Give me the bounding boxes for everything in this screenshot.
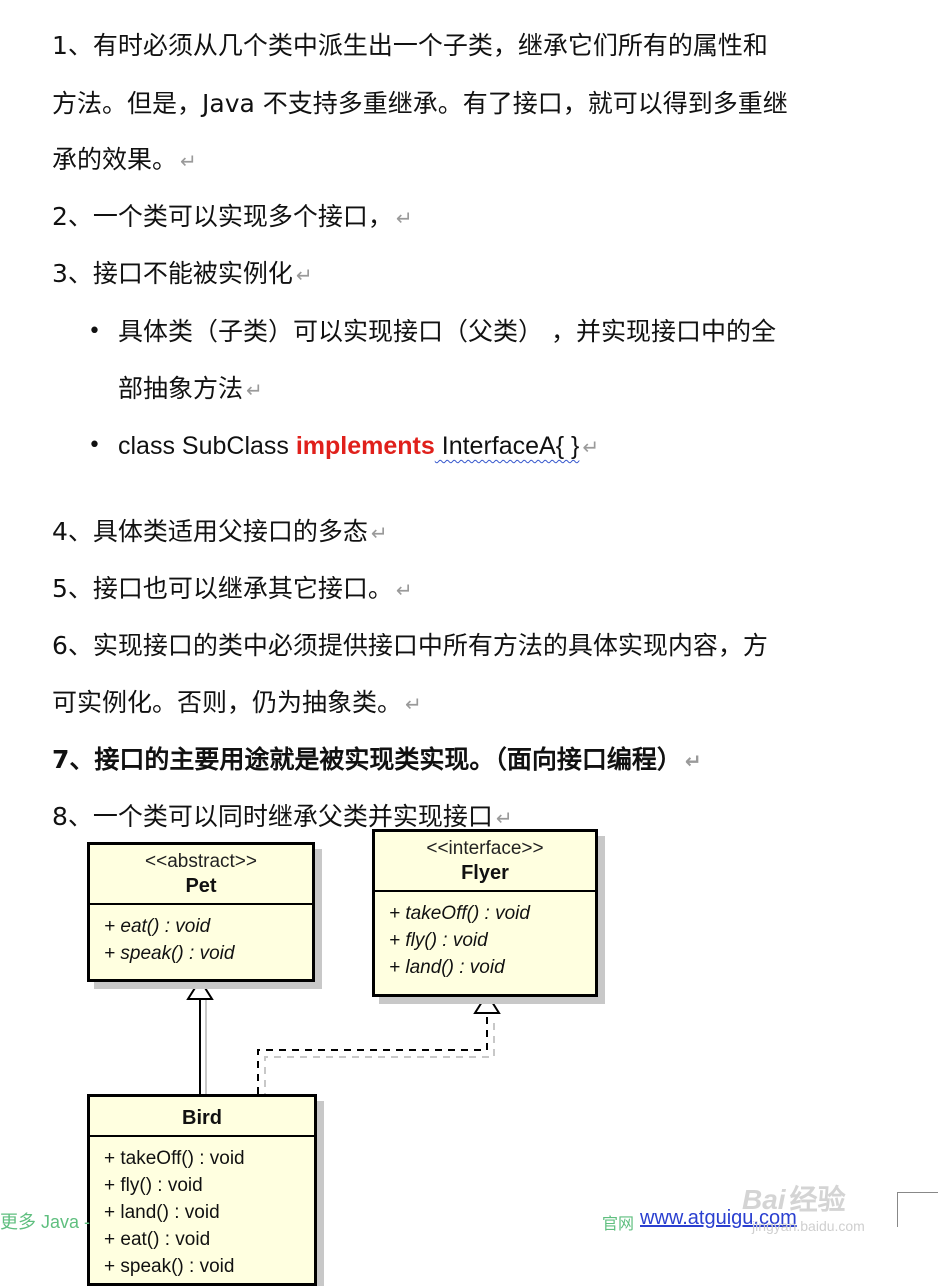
jingyan-logo: 经验 (789, 1184, 846, 1215)
uml-operation: + eat() : void (104, 916, 211, 937)
uml-operations: + takeOff() : void + fly() : void + land… (375, 892, 595, 981)
paragraph-6-line-2: 可实例化。否则，仍为抽象类。↵ (52, 688, 422, 717)
paragraph-mark-icon: ↵ (582, 437, 600, 459)
paragraph-mark-icon: ↵ (684, 749, 702, 773)
uml-operation: + land() : void (104, 1202, 220, 1223)
paragraph-1-line-3: 承的效果。↵ (52, 145, 197, 174)
uml-stereotype: <<interface>> (426, 838, 544, 859)
uml-class-bird: Bird + takeOff() : void + fly() : void +… (87, 1094, 317, 1286)
paragraph-8: 8、一个类可以同时继承父类并实现接口↵ (52, 802, 513, 831)
watermark-url: jingyan.baidu.com (752, 1218, 865, 1234)
footer-text-mid: 官网 (602, 1216, 635, 1233)
implements-keyword: implements (295, 432, 435, 460)
realization-line-shadow (264, 1018, 495, 1100)
uml-operation: + speak() : void (104, 1256, 235, 1277)
bullet-2-code: class SubClass implements InterfaceA{ }↵ (118, 432, 600, 460)
paragraph-6-line-1: 6、实现接口的类中必须提供接口中所有方法的具体实现内容，方 (52, 631, 768, 660)
paragraph-1-line-1: 1、有时必须从几个类中派生出一个子类，继承它们所有的属性和 (52, 31, 768, 60)
uml-operation: + fly() : void (389, 930, 488, 951)
uml-class-name: Bird (182, 1107, 222, 1129)
paragraph-1-line-2: 方法。但是，Java 不支持多重继承。有了接口，就可以得到多重继 (52, 89, 788, 118)
uml-operation: + eat() : void (104, 1229, 211, 1250)
uml-operation: + land() : void (389, 957, 505, 978)
paragraph-mark-icon: ↵ (405, 692, 422, 716)
paragraph-3: 3、接口不能被实例化↵ (52, 259, 313, 288)
paragraph-mark-icon: ↵ (180, 149, 197, 173)
bullet-1-line-1: 具体类（子类）可以实现接口（父类） ，并实现接口中的全 (118, 317, 776, 346)
paragraph-5: 5、接口也可以继承其它接口。↵ (52, 574, 413, 603)
uml-class-name: Pet (185, 875, 217, 897)
page-corner-mark (897, 1192, 938, 1227)
uml-operation: + speak() : void (104, 943, 235, 964)
uml-class-pet: <<abstract>> Pet + eat() : void + speak(… (87, 842, 315, 982)
paragraph-mark-icon: ↵ (395, 578, 413, 602)
paragraph-mark-icon: ↵ (370, 521, 388, 545)
uml-class-header: <<abstract>> Pet (90, 845, 312, 905)
uml-class-name: Flyer (461, 862, 509, 884)
paragraph-7: 7、接口的主要用途就是被实现类实现。（面向接口编程）↵ (52, 745, 702, 774)
paragraph-4: 4、具体类适用父接口的多态↵ (52, 517, 388, 546)
paragraph-mark-icon: ↵ (495, 806, 513, 830)
uml-operation: + takeOff() : void (104, 1148, 245, 1169)
realization-line (257, 1012, 488, 1094)
bullet-icon: • (88, 319, 101, 344)
uml-operation: + takeOff() : void (389, 903, 530, 924)
paragraph-mark-icon: ↵ (295, 263, 313, 287)
bullet-icon: • (88, 433, 101, 458)
uml-operations: + takeOff() : void + fly() : void + land… (90, 1137, 314, 1280)
baidu-logo: Bai (742, 1184, 786, 1215)
bullet-1-line-2: 部抽象方法↵ (118, 374, 263, 403)
uml-class-header: <<interface>> Flyer (375, 832, 595, 892)
uml-operations: + eat() : void + speak() : void (90, 905, 312, 967)
inheritance-arrowhead (186, 978, 214, 1000)
footer-text-left: 更多 Java - (0, 1212, 91, 1232)
uml-class-header: Bird (90, 1097, 314, 1137)
uml-interface-flyer: <<interface>> Flyer + takeOff() : void +… (372, 829, 598, 997)
footer-link[interactable]: www.atguigu.com (640, 1207, 797, 1229)
paragraph-mark-icon: ↵ (246, 378, 263, 402)
uml-operation: + fly() : void (104, 1175, 203, 1196)
uml-stereotype: <<abstract>> (145, 851, 257, 872)
paragraph-2: 2、一个类可以实现多个接口，↵ (52, 202, 413, 231)
paragraph-mark-icon: ↵ (395, 206, 413, 230)
